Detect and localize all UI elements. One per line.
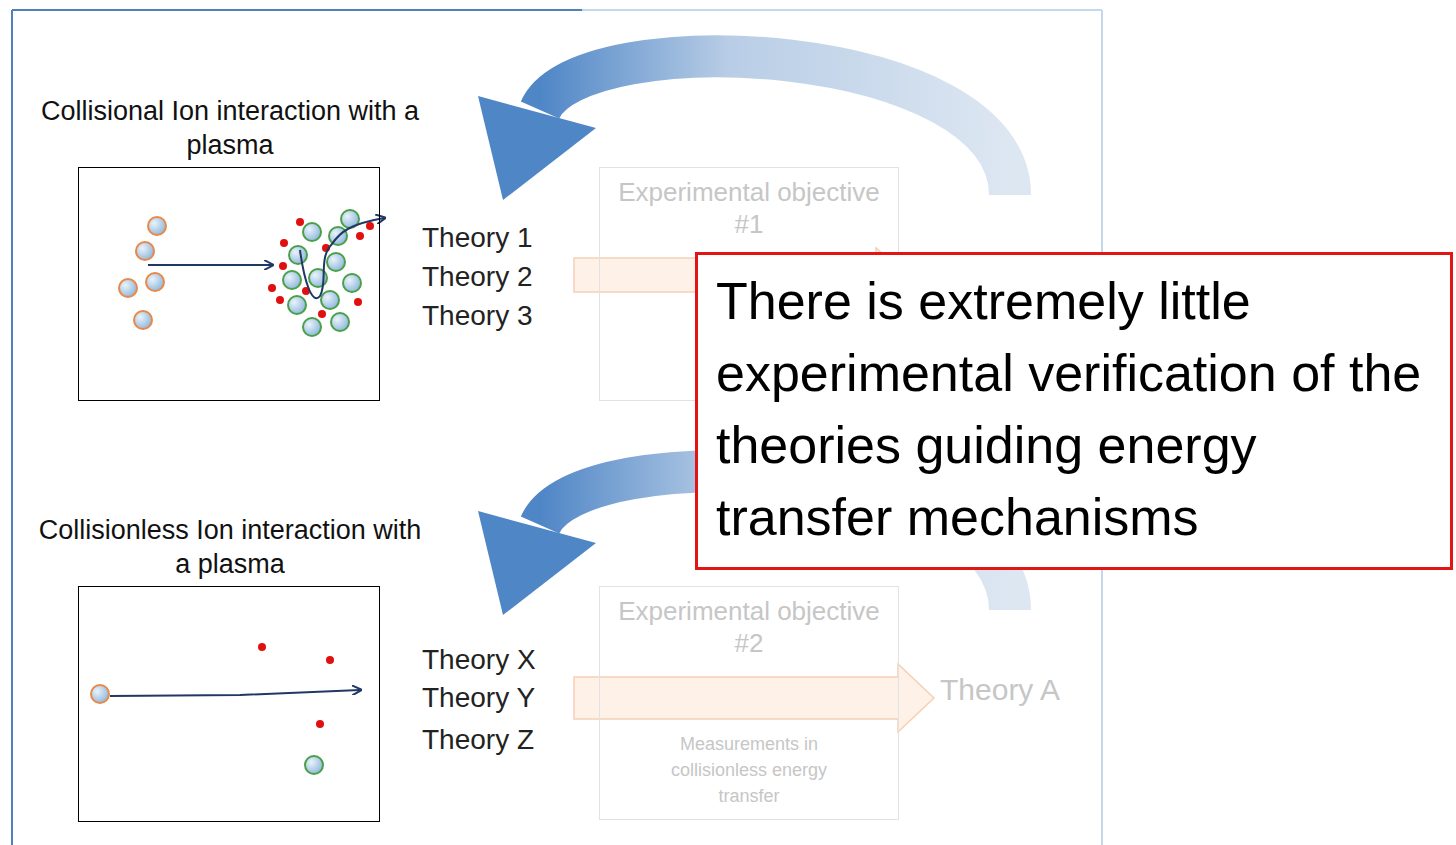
box-heading: Collisionless Ion interaction with a pla…: [35, 513, 425, 581]
illustration-box: Collisionless Ion interaction with a pla…: [78, 586, 380, 822]
theory-label: Theory 1: [422, 221, 533, 255]
theory-label: Theory 2: [422, 260, 533, 294]
callout-box: There is extremely little experimental v…: [695, 252, 1453, 570]
objective-title: Experimental objective #2: [608, 595, 890, 659]
box-heading: Collisional Ion interaction with a plasm…: [35, 94, 425, 162]
theory-label: Theory 3: [422, 299, 533, 333]
theory-label: Theory Z: [422, 723, 534, 757]
illustration-box: Collisional Ion interaction with a plasm…: [78, 167, 380, 401]
objective-body: Measurements in collisionless energy tra…: [664, 731, 834, 809]
objective-box: Experimental objective #2 Measurements in…: [599, 586, 899, 820]
theory-label: Theory X: [422, 643, 536, 677]
callout-text: There is extremely little experimental v…: [716, 265, 1434, 553]
theory-label: Theory Y: [422, 681, 535, 715]
objective-title: Experimental objective #1: [608, 176, 890, 240]
theory-label: Theory A: [940, 673, 1060, 707]
